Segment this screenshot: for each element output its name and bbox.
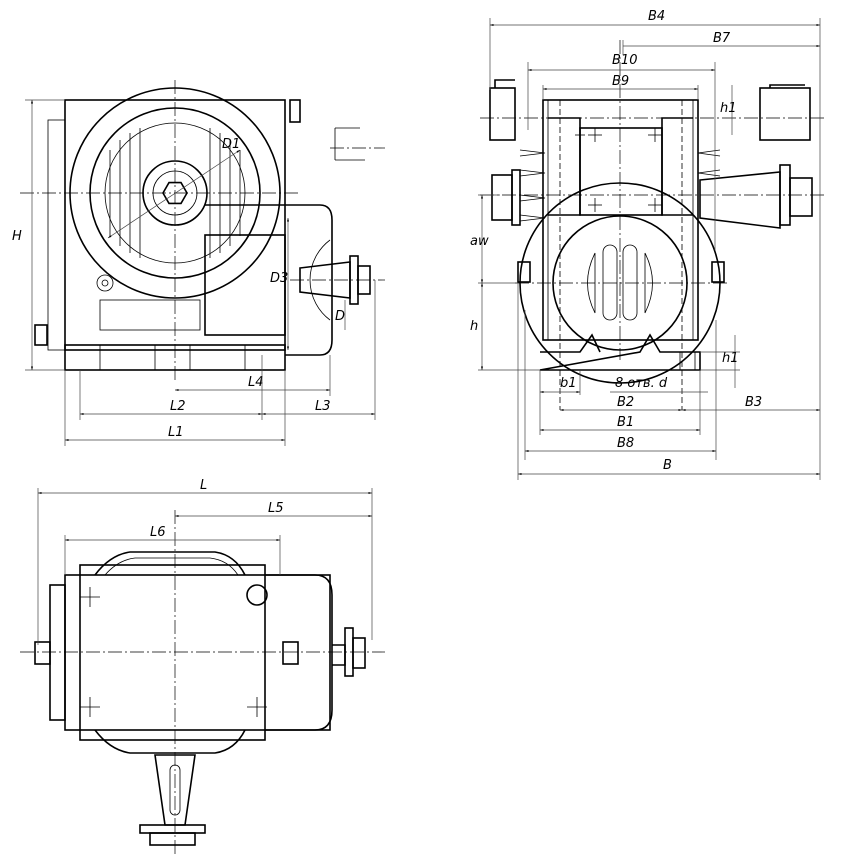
- dim-L5: L5: [268, 501, 284, 516]
- dim-h1-top: h1: [720, 101, 737, 116]
- housing-top: [64, 574, 331, 731]
- side-view: B4 B7 B10 B9 h1 aw h h1 b1 8 отв. d B2 B…: [470, 9, 825, 480]
- dim-B8: B8: [617, 436, 634, 451]
- dim-D3: D3: [270, 271, 288, 286]
- dim-B1: B1: [617, 415, 634, 430]
- dim-B2: B2: [617, 395, 634, 410]
- dim-L3: L3: [315, 399, 331, 414]
- dim-B4: B4: [648, 9, 665, 24]
- top-view: L L5 L6: [20, 478, 385, 855]
- side-housing: [542, 99, 699, 341]
- front-view: H D1 D3 D L4 L2 L3 L1: [12, 80, 385, 446]
- dim-h: h: [470, 319, 478, 334]
- dim-aw: aw: [470, 234, 489, 249]
- dim-B7: B7: [713, 31, 731, 46]
- dim-L: L: [200, 478, 207, 493]
- dim-L6: L6: [150, 525, 166, 540]
- side-shaft: [699, 171, 781, 229]
- dim-D1: D1: [222, 137, 240, 152]
- dim-L4: L4: [248, 375, 264, 390]
- dim-h1: h1: [722, 351, 739, 366]
- dim-H: H: [12, 229, 22, 244]
- dim-D: D: [335, 309, 345, 324]
- dim-B10: B10: [612, 53, 637, 68]
- dim-B3: B3: [745, 395, 762, 410]
- holes-note: 8 отв. d: [615, 376, 668, 391]
- dim-B: B: [663, 458, 672, 473]
- dim-L1: L1: [168, 425, 184, 440]
- dim-b1: b1: [560, 376, 577, 391]
- dim-L2: L2: [170, 399, 186, 414]
- dim-B9: B9: [612, 74, 629, 89]
